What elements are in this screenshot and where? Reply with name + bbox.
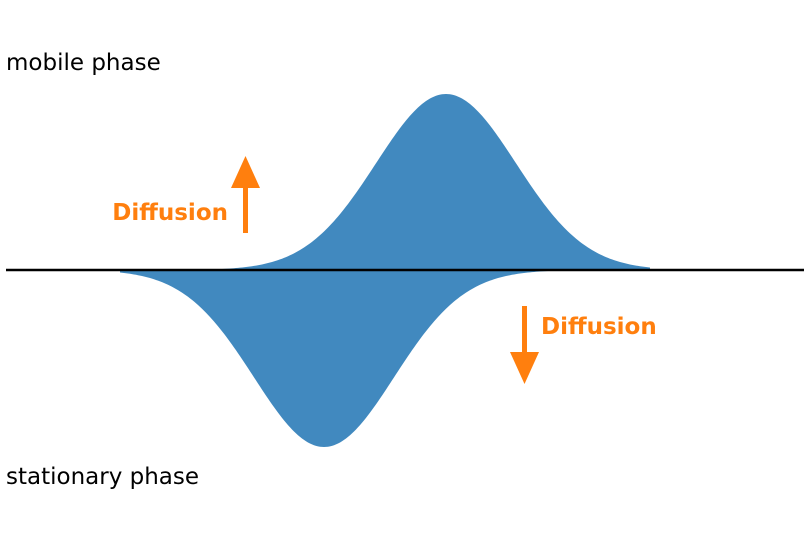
stationary-phase-label: stationary phase <box>6 464 199 490</box>
mobile-phase-label: mobile phase <box>6 50 161 76</box>
diffusion-down-label: Diffusion <box>541 314 657 340</box>
diffusion-down-arrow <box>510 306 539 384</box>
stationary-phase-peak <box>120 270 650 447</box>
diffusion-up-label: Diffusion <box>112 200 228 226</box>
mobile-phase-peak <box>120 94 650 270</box>
diffusion-up-arrow <box>231 156 260 233</box>
